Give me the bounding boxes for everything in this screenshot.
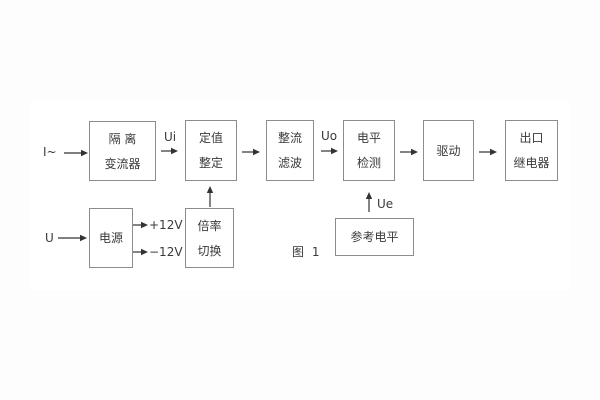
block-label: 隔 离 [108,131,137,146]
signal-label-ue: Ue [377,197,394,211]
arrow-setpoint-to-rectifier [242,148,260,156]
block-level-detection: 电平 检测 [343,120,395,181]
signal-label-minus12v: −12V [149,245,183,259]
block-label: 整流 [277,131,302,145]
arrow-input-current-to-isolation [64,149,88,157]
signal-label-input-current: I~ [43,145,57,159]
arrow-multiplier-to-setpoint [206,186,214,207]
block-label: 检测 [356,156,381,170]
block-label: 继电器 [513,156,550,170]
block-rectifier-filter: 整流 滤波 [266,120,314,181]
block-power-supply: 电源 [89,208,133,268]
figure-caption: 图 1 [292,245,322,259]
signal-label-ui: Ui [163,130,177,144]
block-label: 电平 [356,131,381,145]
block-label: 倍率 [197,218,222,233]
arrow-input-voltage-to-power [58,234,87,242]
signal-label-plus12v: +12V [149,218,183,232]
arrow-power-minus12 [132,248,148,256]
block-label: 驱动 [436,143,461,158]
arrow-rectifier-to-level [321,147,338,155]
block-label: 出口 [519,131,544,145]
block-label: 电源 [98,231,123,245]
block-multiplier-switch: 倍率 切换 [185,208,234,268]
block-reference-level: 参考电平 [335,218,414,256]
block-label: 参考电平 [350,230,399,244]
signal-label-uo: Uo [320,129,338,143]
block-isolation-transformer: 隔 离 变流器 [89,121,156,181]
arrow-level-to-drive [400,148,418,156]
arrow-power-plus12 [132,221,148,229]
block-output-relay: 出口 继电器 [505,120,558,181]
arrow-reference-to-level [365,192,373,212]
arrow-isolation-to-setpoint [161,147,178,155]
arrow-drive-to-relay [479,148,497,156]
block-label: 变流器 [104,156,141,171]
block-label: 切换 [197,243,222,258]
block-setpoint-setting: 定值 整定 [185,120,237,181]
block-label: 滤波 [277,156,302,170]
signal-label-input-voltage: U [45,231,54,245]
block-label: 整定 [198,156,223,170]
block-label: 定值 [198,131,223,145]
block-drive: 驱动 [423,120,474,181]
